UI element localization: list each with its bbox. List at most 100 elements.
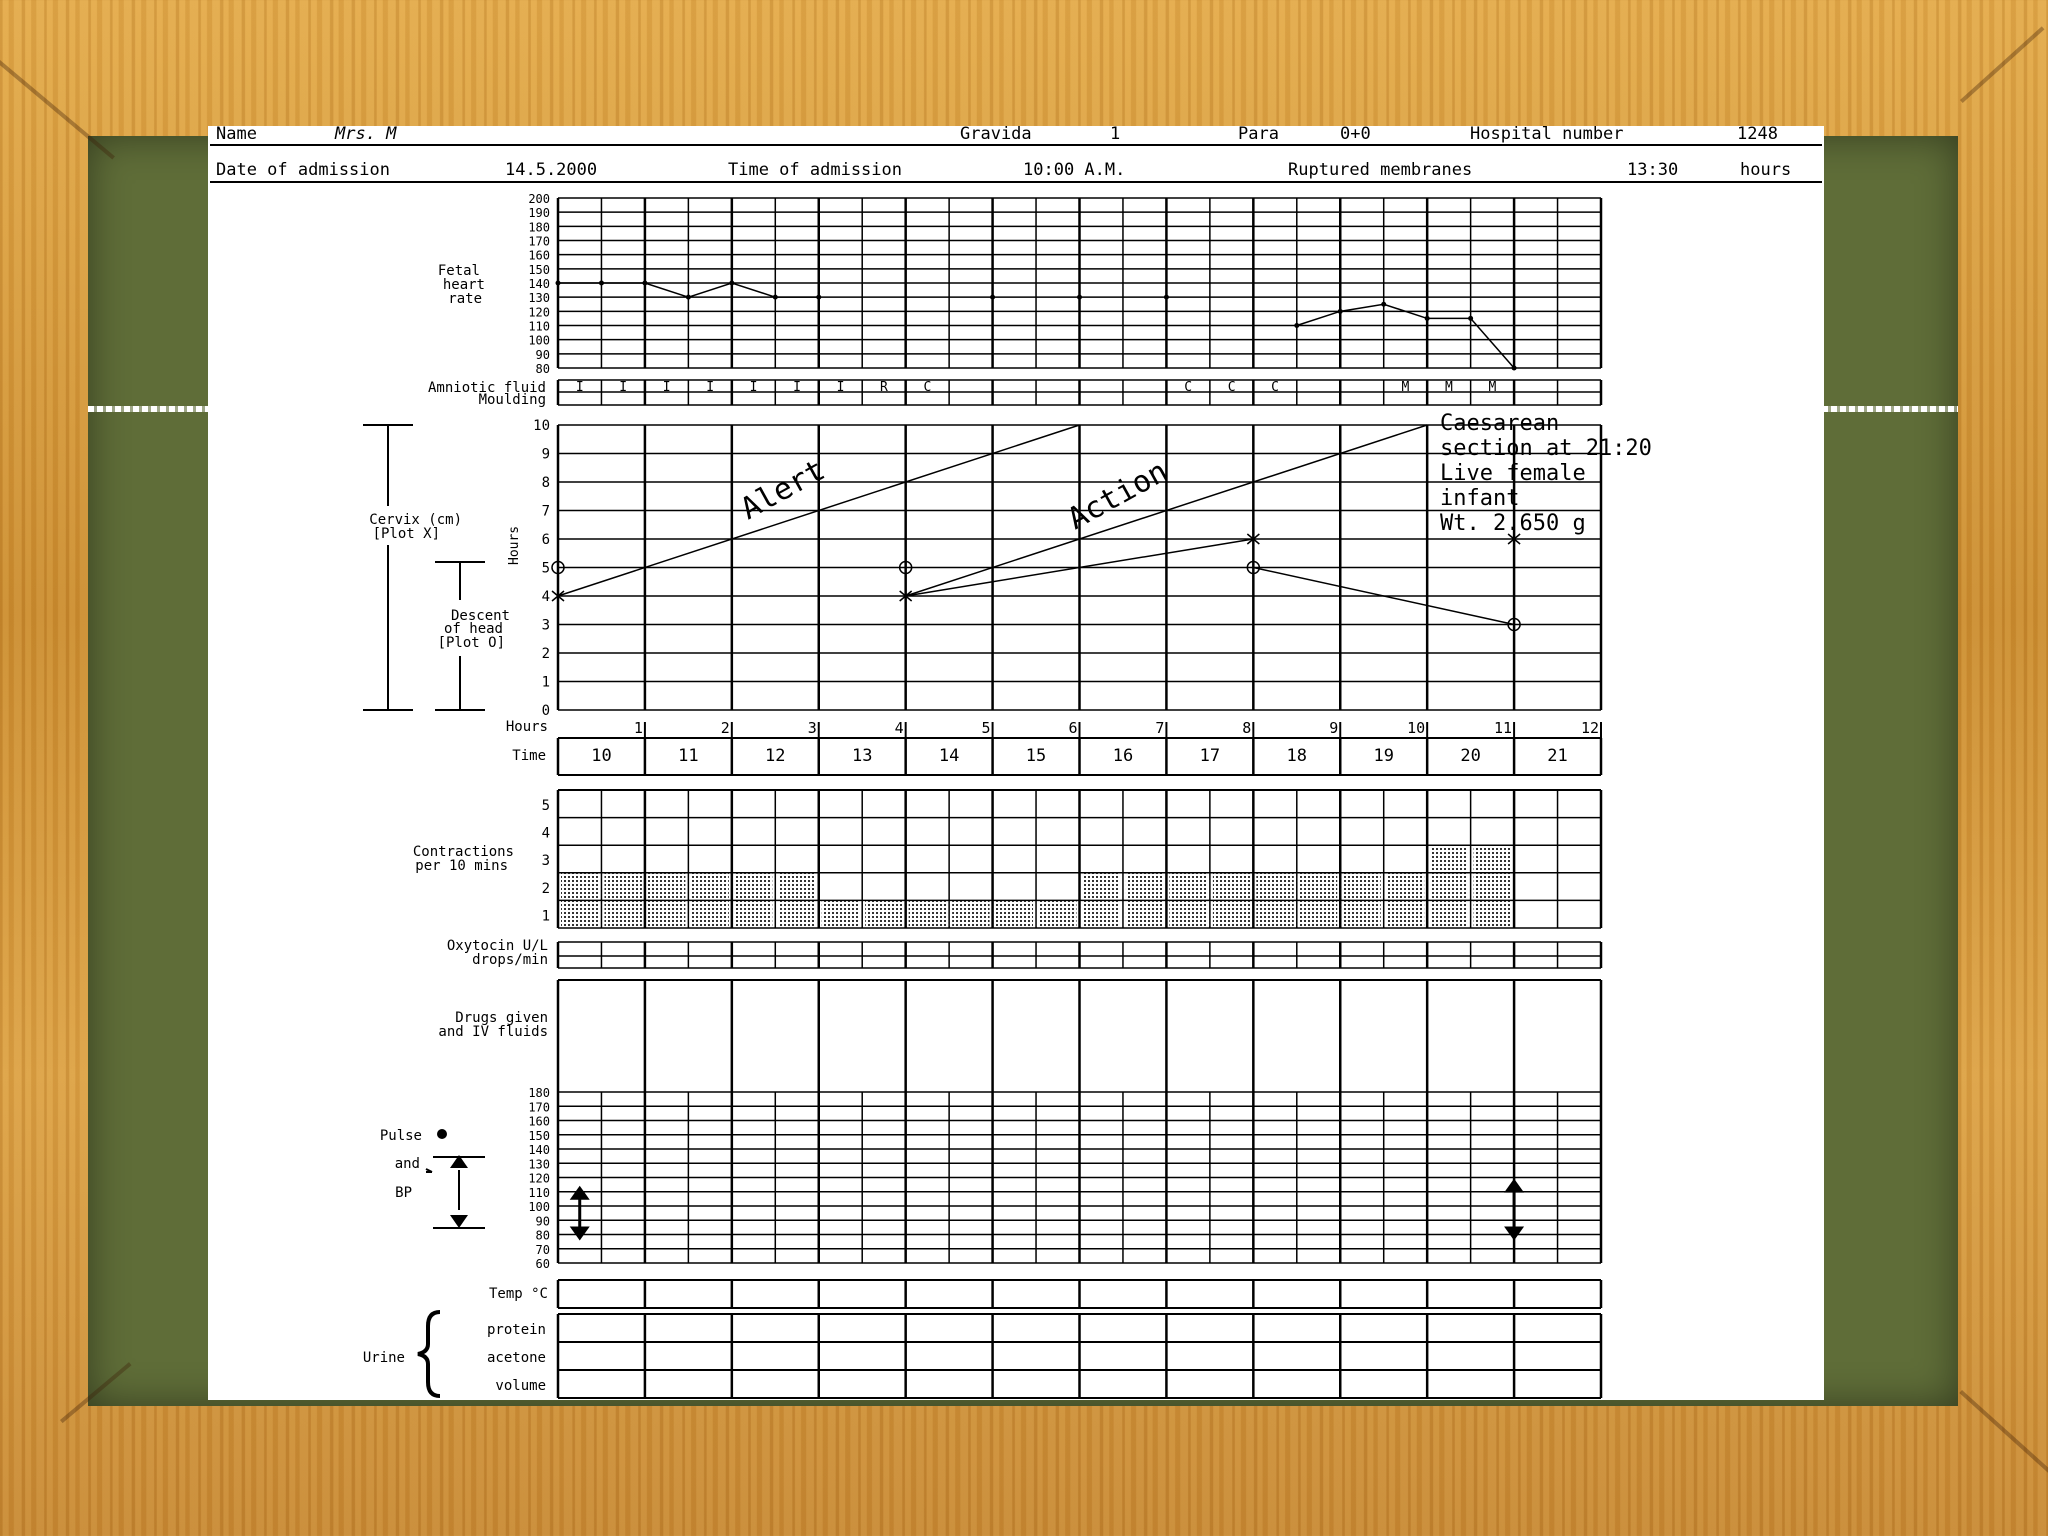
name-value: Mrs. M bbox=[334, 124, 397, 144]
action-line bbox=[905, 424, 1428, 597]
contraction-bar bbox=[561, 872, 599, 928]
urine-label: Urine bbox=[363, 1350, 405, 1366]
cervix-line bbox=[905, 538, 1254, 597]
cervix-tick-label: 3 bbox=[542, 618, 550, 634]
time-tick-label: 13 bbox=[852, 746, 872, 766]
hours-tick-label: 12 bbox=[1581, 719, 1599, 737]
fhr-tick-label: 170 bbox=[528, 235, 550, 249]
para-label: Para bbox=[1238, 124, 1279, 144]
hours-tick-label: 6 bbox=[1068, 719, 1077, 737]
fhr-tick-label: 90 bbox=[536, 348, 550, 362]
fhr-point bbox=[1077, 294, 1082, 300]
contraction-bar bbox=[691, 872, 729, 928]
time-tick-label: 12 bbox=[765, 746, 785, 766]
drugs-label-2: and IV fluids bbox=[438, 1024, 548, 1040]
fhr-point bbox=[1163, 294, 1169, 300]
time-tick-label: 11 bbox=[678, 746, 698, 766]
fhr-tick-label: 190 bbox=[528, 206, 550, 220]
fhr-tick-label: 110 bbox=[528, 320, 550, 334]
hospital-number-value: 1248 bbox=[1737, 124, 1778, 144]
time-tick-label: 14 bbox=[939, 746, 959, 766]
cervix-plot-label: [Plot X] bbox=[373, 526, 440, 542]
fhr-point bbox=[685, 294, 691, 300]
contraction-bar bbox=[1299, 872, 1338, 928]
protein-label: protein bbox=[487, 1322, 546, 1338]
amniotic-fluid-mark: C bbox=[923, 380, 931, 395]
cervix-x-mark bbox=[551, 590, 565, 602]
hours-tick-label: 1 bbox=[634, 719, 643, 737]
contractions-tick-label: 2 bbox=[542, 881, 550, 897]
fhr-point bbox=[729, 280, 735, 286]
time-tick-label: 10 bbox=[591, 746, 611, 766]
contraction-bar bbox=[647, 872, 686, 928]
contractions-tick-label: 4 bbox=[542, 826, 550, 842]
pulse-tick-label: 130 bbox=[528, 1157, 550, 1171]
header: Name Mrs. M Gravida 1 Para 0+0 Hospital … bbox=[210, 124, 1822, 183]
brackets bbox=[363, 424, 485, 1398]
contraction-bar bbox=[1169, 872, 1207, 928]
partograph-sheet bbox=[208, 126, 1824, 1400]
pulse-tick-label: 180 bbox=[528, 1086, 550, 1100]
hours-tick-label: 2 bbox=[721, 719, 730, 737]
delivery-note: Caesarean section at 21:20 Live female i… bbox=[1440, 411, 1652, 536]
contractions-label-2: per 10 mins bbox=[415, 858, 508, 874]
pulse-tick-label: 150 bbox=[528, 1129, 550, 1143]
fhr-tick-label: 140 bbox=[528, 277, 550, 291]
fhr-point bbox=[1294, 323, 1300, 328]
amniotic-fluid-mark: M bbox=[1488, 380, 1496, 395]
contractions-tick-label: 5 bbox=[542, 798, 550, 814]
note-line-4: infant bbox=[1440, 486, 1519, 511]
row-labels: Fetal heart rate Amniotic fluid Moulding… bbox=[363, 263, 548, 1394]
fhr-tick-label: 180 bbox=[528, 220, 550, 234]
descent-label-1: Descent bbox=[451, 608, 510, 624]
time-tick-label: 18 bbox=[1287, 746, 1307, 766]
fhr-tick-label: 160 bbox=[528, 249, 550, 263]
fhr-label-3: rate bbox=[448, 291, 482, 307]
descent-o-mark bbox=[1246, 560, 1261, 575]
amniotic-fluid-mark: I bbox=[793, 380, 801, 395]
fhr-point bbox=[1337, 308, 1343, 314]
fhr-point bbox=[1511, 365, 1517, 371]
fhr-point bbox=[642, 280, 648, 286]
amniotic-fluid-mark: I bbox=[619, 380, 627, 395]
hours-tick-label: 11 bbox=[1494, 719, 1512, 737]
cervix-tick-label: 8 bbox=[542, 475, 550, 491]
and-label: and bbox=[395, 1156, 420, 1172]
chalk-line bbox=[88, 406, 210, 412]
bp-systolic-arrow bbox=[569, 1185, 590, 1200]
hours-row-label: Hours bbox=[506, 719, 548, 735]
time-tick-label: 20 bbox=[1460, 746, 1480, 766]
fhr-tick-label: 120 bbox=[528, 305, 550, 319]
descent-line bbox=[1253, 566, 1515, 626]
gravida-label: Gravida bbox=[960, 124, 1032, 144]
hours-tick-label: 8 bbox=[1242, 719, 1251, 737]
pulse-tick-label: 110 bbox=[528, 1186, 550, 1200]
amniotic-fluid-mark: M bbox=[1445, 380, 1453, 395]
contraction-bar bbox=[1473, 845, 1512, 928]
contractions-tick-label: 3 bbox=[542, 853, 550, 869]
amniotic-fluid-mark: I bbox=[706, 380, 714, 395]
note-line-3: Live female bbox=[1440, 461, 1586, 486]
hours-tick-label: 9 bbox=[1329, 719, 1338, 737]
fhr-point bbox=[816, 294, 822, 300]
amniotic-fluid-mark: C bbox=[1228, 380, 1236, 395]
bp-diastolic-arrow bbox=[569, 1226, 590, 1241]
cervix-tick-label: 10 bbox=[533, 418, 550, 434]
pulse-tick-label: 70 bbox=[536, 1243, 550, 1257]
cervix-label: Cervix (cm) bbox=[369, 512, 462, 528]
cervix-tick-label: 6 bbox=[542, 532, 550, 548]
contraction-bar bbox=[604, 872, 642, 928]
contraction-bar bbox=[865, 900, 903, 928]
fhr-tick-label: 100 bbox=[528, 334, 550, 348]
ruptured-membranes-unit: hours bbox=[1740, 160, 1791, 180]
pulse-tick-label: 170 bbox=[528, 1100, 550, 1114]
amniotic-fluid-mark: I bbox=[663, 380, 671, 395]
amniotic-fluid-mark: I bbox=[576, 380, 584, 395]
cervix-x-mark bbox=[1246, 533, 1260, 545]
pulse-tick-label: 90 bbox=[536, 1214, 550, 1228]
cervix-tick-label: 0 bbox=[542, 703, 550, 719]
contraction-bar bbox=[821, 900, 860, 928]
pulse-tick-label: 100 bbox=[528, 1200, 550, 1214]
